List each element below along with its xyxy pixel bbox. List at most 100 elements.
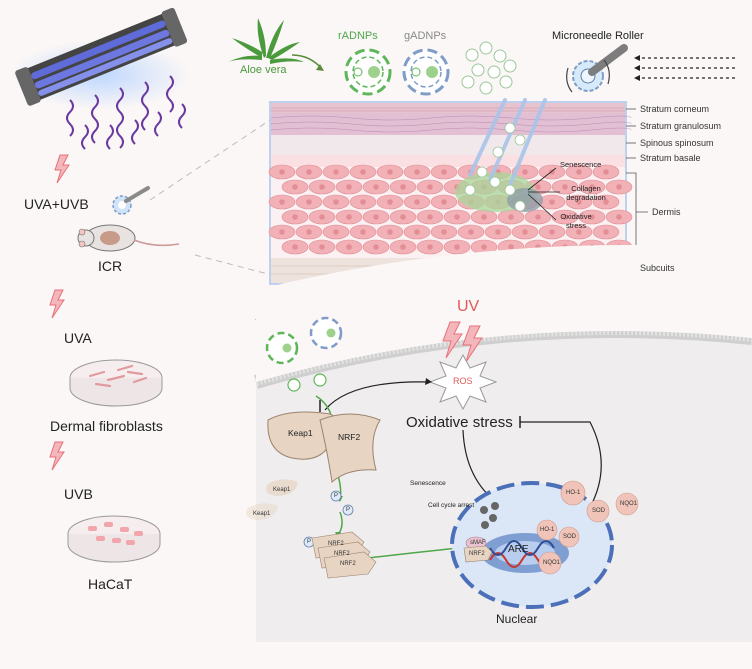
dermis-cell-nucleus — [387, 199, 393, 205]
aloe-arrow — [291, 54, 323, 70]
dermis-cell-nucleus — [576, 199, 582, 205]
dermis-cell-nucleus — [603, 229, 609, 235]
label-p-3: P — [307, 539, 312, 545]
dermis-cell-nucleus — [414, 169, 420, 175]
label-senescence-skin: Senescence — [560, 160, 602, 169]
dermis-cell-nucleus — [508, 214, 514, 220]
uv-lamp-icon — [10, 7, 190, 110]
keap1-nrf2-complex-icon — [267, 411, 381, 483]
mini-roller-icon — [112, 186, 150, 215]
dermis-cell-nucleus — [414, 199, 420, 205]
dermis-cell-nucleus — [481, 214, 487, 220]
dermis-cell-nucleus — [387, 169, 393, 175]
dermis-cell-nucleus — [346, 244, 352, 250]
dermis-cell-nucleus — [549, 229, 555, 235]
dermis-cell-nucleus — [400, 214, 406, 220]
dermis-cell-nucleus — [319, 244, 325, 250]
smaf-nrf2-icon — [463, 536, 493, 563]
label-keap1-free: Keap1 — [273, 487, 291, 493]
dermis-cell-nucleus — [441, 199, 447, 205]
dermis-cell-nucleus — [549, 199, 555, 205]
dermis-cell-nucleus — [360, 169, 366, 175]
label-collagen-degradation: Collagen degradation — [566, 184, 606, 202]
label-senescence-cell: Senescence — [410, 480, 446, 487]
label-stratum-granulosum: Stratum granulosum — [640, 121, 722, 131]
label-ros: ROS — [453, 376, 473, 386]
dermis-cell-nucleus — [508, 244, 514, 250]
mouse-icon — [77, 224, 180, 252]
nrf2-stack-icon — [311, 531, 377, 579]
cell-gadnp-icon — [309, 316, 343, 350]
free-keap1-icon — [246, 479, 298, 520]
label-microneedle-roller: Microneedle Roller — [552, 30, 644, 42]
radnp-particle-icon — [344, 48, 392, 96]
dermis-cell-nucleus — [360, 199, 366, 205]
dermis-cell-nucleus — [495, 229, 501, 235]
dermis-cell-nucleus — [306, 199, 312, 205]
dermis-cell-nucleus — [373, 244, 379, 250]
label-cell-cycle-arrest: Cell cycle arrest — [428, 502, 475, 509]
dermis-cell-nucleus — [576, 169, 582, 175]
label-ho1-inner: HO-1 — [540, 527, 555, 533]
label-uvb: UVB — [64, 486, 93, 502]
uv-wave-icon — [66, 75, 186, 150]
label-sod-outer: SOD — [592, 508, 606, 514]
dermis-cell-nucleus — [333, 169, 339, 175]
nucleus-icon — [450, 481, 614, 609]
uv-lightning-icon — [442, 321, 483, 363]
phospho-icons — [303, 490, 354, 548]
dermis-cell-nucleus — [481, 244, 487, 250]
dermis-cell-nucleus — [616, 214, 622, 220]
dermis-cell-nucleus — [454, 244, 460, 250]
dermis-cell-nucleus — [292, 214, 298, 220]
dermis-cell-nucleus — [400, 244, 406, 250]
label-stratum-corneum: Stratum corneum — [640, 104, 710, 114]
label-nqo1-inner: NQO1 — [543, 560, 561, 566]
aloe-plant-icon — [228, 18, 304, 64]
dermis-cell-nucleus — [373, 184, 379, 190]
label-uva-uvb: UVA+UVB — [24, 196, 89, 212]
label-p-2: P — [346, 507, 351, 513]
label-dermis: Dermis — [652, 207, 681, 217]
dermis-cell-nucleus — [441, 169, 447, 175]
petri-dish-fibroblasts-icon — [69, 359, 163, 407]
dermis-cell-nucleus — [333, 199, 339, 205]
dermis-cell-nucleus — [603, 199, 609, 205]
dermis-cell-nucleus — [468, 229, 474, 235]
dermis-cell-nucleus — [427, 244, 433, 250]
dermis-cell-nucleus — [562, 184, 568, 190]
dermis-cell-nucleus — [427, 184, 433, 190]
ros-burst-icon — [428, 353, 498, 411]
dermis-cell-nucleus — [522, 169, 528, 175]
label-p-1: P — [334, 493, 339, 499]
label-uva: UVA — [64, 330, 92, 346]
dermis-cell-nucleus — [333, 229, 339, 235]
label-nrf2-stack-3: NRF2 — [340, 561, 356, 567]
dermis-cell-nucleus — [346, 184, 352, 190]
label-nrf2-nuclear: NRF2 — [469, 551, 485, 557]
dermis-cell-nucleus — [616, 184, 622, 190]
dermis-cell-nucleus — [549, 169, 555, 175]
dermis-cell-nucleus — [522, 229, 528, 235]
label-nrf2-stack-2: NRF2 — [334, 551, 350, 557]
dermis-cell-nucleus — [414, 229, 420, 235]
label-keap1: Keap1 — [288, 428, 313, 438]
label-oxidative-stress-skin: Oxidative stress — [560, 212, 592, 230]
label-keap1-free-faded: Keap1 — [253, 511, 271, 517]
skin-cross-section — [268, 98, 648, 285]
dermis-cell-nucleus — [576, 229, 582, 235]
dermis-cell-nucleus — [373, 214, 379, 220]
label-ho1-outer: HO-1 — [566, 490, 581, 496]
dermis-cell-nucleus — [319, 184, 325, 190]
label-gadnps: gADNPs — [404, 30, 447, 42]
dermis-cell-nucleus — [441, 229, 447, 235]
dermis-cell-nucleus — [427, 214, 433, 220]
label-uv: UV — [457, 298, 480, 315]
label-aloe-vera: Aloe vera — [240, 64, 287, 76]
label-are: ARE — [508, 544, 529, 555]
dermis-cell-nucleus — [279, 169, 285, 175]
dermis-cell-nucleus — [535, 184, 541, 190]
label-smaf: sMAF — [470, 540, 486, 546]
label-dermal-fibroblasts: Dermal fibroblasts — [50, 418, 163, 434]
